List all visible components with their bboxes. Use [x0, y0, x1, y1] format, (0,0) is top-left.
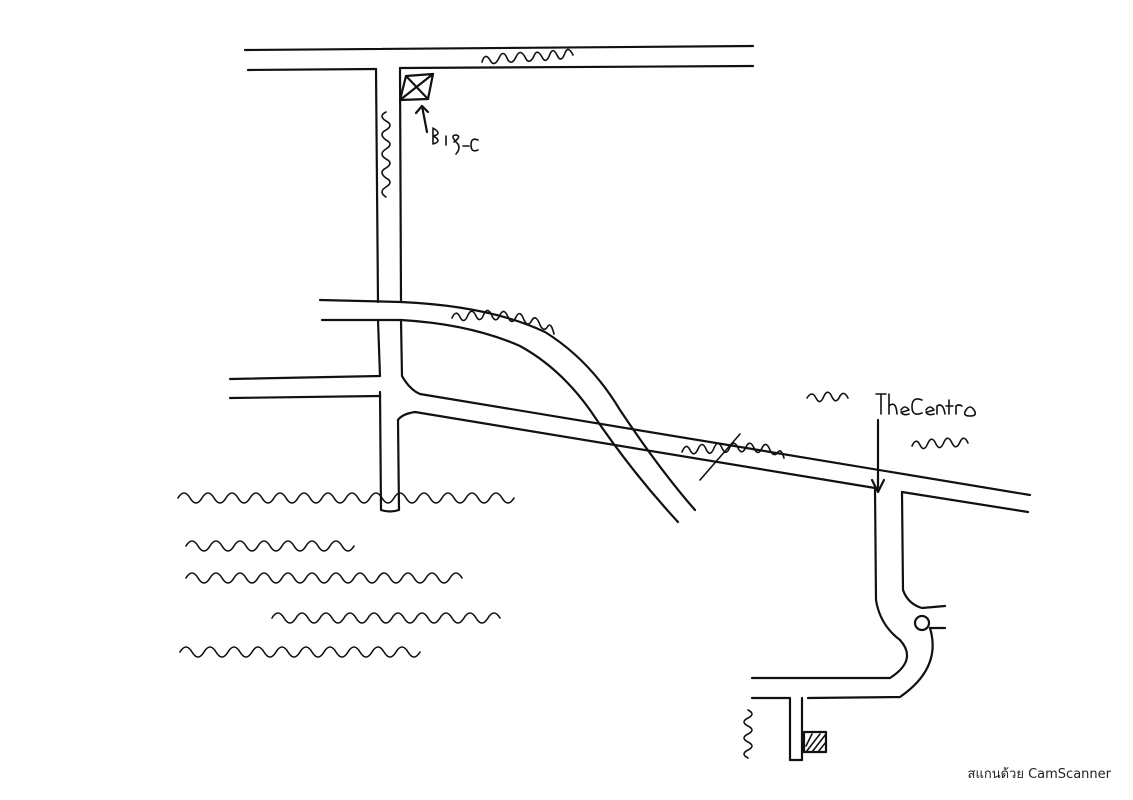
road-branch-label — [451, 309, 555, 335]
landmark-arrow — [414, 104, 430, 134]
landmark-box — [398, 72, 435, 102]
road-main-diagonal — [396, 374, 1032, 514]
landmark-two-label — [806, 391, 977, 494]
road-vertical-left — [374, 66, 404, 513]
road-dead-end-label — [743, 709, 753, 759]
road-left-cross — [228, 374, 382, 400]
roundabout-marker — [913, 614, 931, 632]
road-right-branch — [750, 486, 947, 700]
destination-building — [802, 730, 828, 754]
address-notes — [177, 492, 515, 658]
scanner-footer: สแกนด้วย CamScanner — [967, 767, 1111, 782]
road-main-label — [681, 433, 785, 481]
road-vertical-label — [381, 111, 391, 198]
landmark-label — [432, 127, 479, 155]
road-branch — [318, 298, 697, 524]
road-dead-end — [750, 696, 804, 762]
road-top-label — [481, 48, 574, 65]
road-top — [243, 44, 755, 72]
